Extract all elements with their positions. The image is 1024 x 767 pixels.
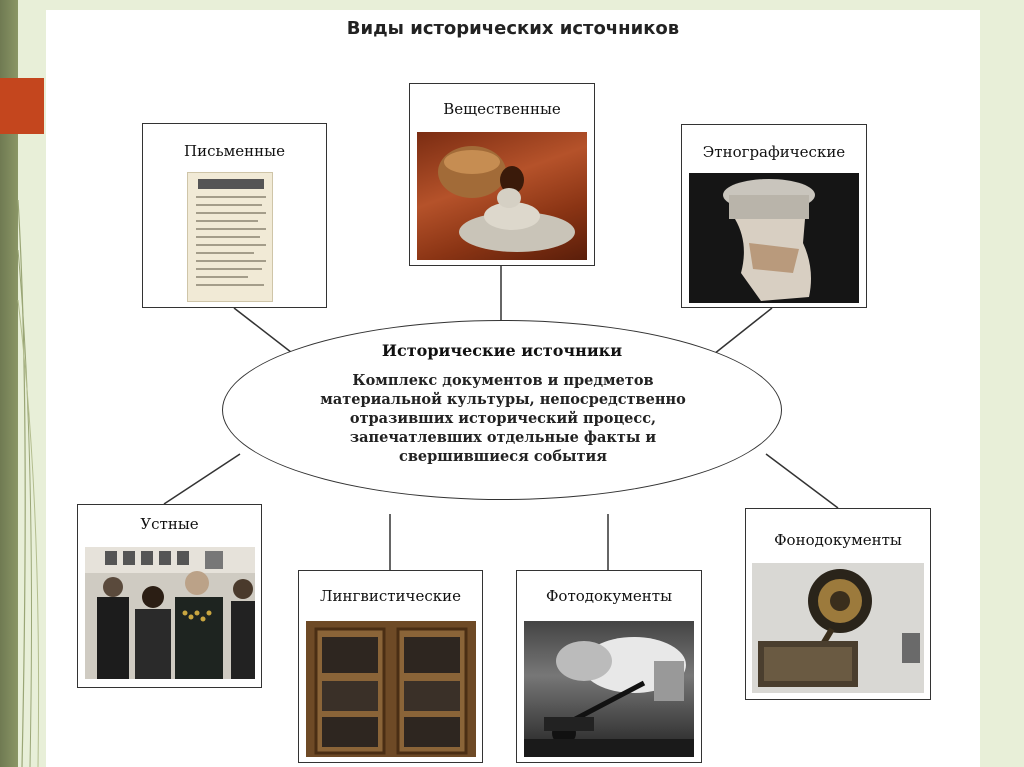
veterans-meeting-image (85, 547, 255, 679)
connector-lines (163, 266, 839, 570)
central-heading: Исторические источники (381, 341, 623, 360)
card-photo: Фотодокументы (516, 570, 702, 763)
slide: Виды исторических источников Письменные (46, 10, 980, 767)
card-ethnographic: Этнографические (681, 124, 867, 308)
card-label-oral: Устные (140, 515, 199, 533)
card-phono: Фонодокументы (745, 508, 931, 700)
connector-written (233, 307, 297, 357)
war-photo-image (524, 621, 694, 757)
card-linguistic: Лингвистические (298, 570, 483, 763)
connector-phono (765, 453, 839, 509)
connector-ethnographic (713, 307, 773, 355)
card-label-ethnographic: Этнографические (702, 143, 846, 161)
written-document-image (187, 172, 273, 302)
card-written: Письменные (142, 123, 327, 308)
card-label-phono: Фонодокументы (774, 531, 902, 549)
card-label-photo: Фотодокументы (545, 587, 673, 605)
card-label-material: Вещественные (443, 100, 561, 118)
sidebar-strip (0, 0, 18, 767)
card-label-written: Письменные (183, 142, 285, 160)
connector-oral (163, 453, 241, 505)
headdress-image (689, 173, 859, 303)
card-material: Вещественные (409, 83, 595, 266)
central-description: Комплекс документов и предметов материал… (320, 372, 686, 465)
central-ellipse: Исторические источники Комплекс документ… (222, 320, 782, 500)
coin-pot-image (417, 132, 587, 260)
gramophone-image (752, 563, 924, 693)
bookcase-image (306, 621, 476, 757)
card-label-linguistic: Лингвистические (320, 587, 461, 605)
accent-tab (0, 78, 44, 134)
card-oral: Устные (77, 504, 262, 688)
diagram-title: Виды исторических источников (346, 18, 680, 39)
decorative-lines (17, 199, 40, 767)
